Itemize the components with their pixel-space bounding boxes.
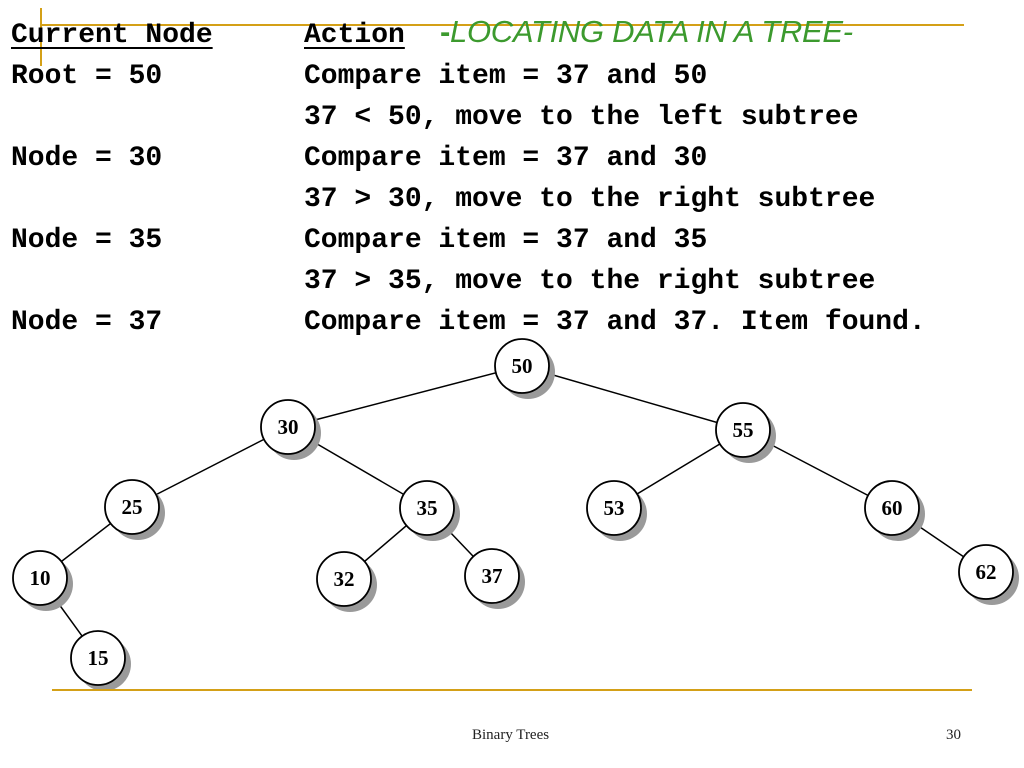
tree-node-label: 62 <box>976 560 997 584</box>
footer-title: Binary Trees <box>472 727 550 743</box>
row-7-node: Node = 37 <box>11 307 163 338</box>
tree-node-label: 37 <box>482 564 503 588</box>
header-current-node: Current Node <box>11 20 213 51</box>
row-1-action: Compare item = 37 and 50 <box>304 61 708 92</box>
tree-node-label: 15 <box>88 646 109 670</box>
tree-node-30: 30 <box>260 399 321 460</box>
row-4-action: 37 > 30, move to the right subtree <box>304 184 876 215</box>
tree-node-label: 25 <box>122 495 143 519</box>
row-2-action: 37 < 50, move to the left subtree <box>304 102 859 133</box>
tree-node-label: 55 <box>733 418 754 442</box>
tree-node-circle <box>864 480 920 536</box>
tree-node-15: 15 <box>70 630 131 691</box>
header-action: Action <box>304 20 405 51</box>
tree-node-53: 53 <box>586 480 647 541</box>
tree-node-circle <box>104 479 160 535</box>
tree-node-label: 32 <box>334 567 355 591</box>
tree-edge-50-55 <box>521 365 744 431</box>
left-accent-rule <box>40 8 42 66</box>
row-1-node: Root = 50 <box>11 61 163 92</box>
bottom-rule <box>52 689 972 691</box>
row-6-action: 37 > 35, move to the right subtree <box>304 266 876 297</box>
tree-node-circle <box>12 550 68 606</box>
tree-node-50: 50 <box>494 338 555 399</box>
tree-node-circle <box>260 399 316 455</box>
tree-node-35: 35 <box>399 480 460 541</box>
tree-node-55: 55 <box>715 402 776 463</box>
tree-edge-30-25 <box>131 426 289 508</box>
tree-node-circle <box>316 551 372 607</box>
tree-node-label: 35 <box>417 496 438 520</box>
tree-node-circle <box>464 548 520 604</box>
tree-node-60: 60 <box>864 480 925 541</box>
tree-node-label: 10 <box>30 566 51 590</box>
title-text: LOCATING DATA IN A TREE- <box>450 14 853 49</box>
tree-node-62: 62 <box>958 544 1019 605</box>
tree-node-circle <box>958 544 1014 600</box>
tree-node-label: 53 <box>604 496 625 520</box>
top-rule <box>40 24 964 26</box>
row-7-action: Compare item = 37 and 37. Item found. <box>304 307 926 338</box>
tree-node-circle <box>494 338 550 394</box>
tree-node-circle <box>715 402 771 458</box>
tree-node-label: 50 <box>512 354 533 378</box>
tree-node-circle <box>70 630 126 686</box>
tree-node-circle <box>586 480 642 536</box>
tree-node-label: 30 <box>278 415 299 439</box>
tree-node-37: 37 <box>464 548 525 609</box>
tree-node-10: 10 <box>12 550 73 611</box>
tree-node-circle <box>399 480 455 536</box>
row-5-action: Compare item = 37 and 35 <box>304 225 708 256</box>
tree-node-25: 25 <box>104 479 165 540</box>
tree-node-32: 32 <box>316 551 377 612</box>
row-3-action: Compare item = 37 and 30 <box>304 143 708 174</box>
slide-title: -LOCATING DATA IN A TREE- <box>440 14 853 50</box>
title-dash: - <box>440 14 451 49</box>
tree-node-label: 60 <box>882 496 903 520</box>
tree-edge-50-30 <box>287 365 523 428</box>
row-5-node: Node = 35 <box>11 225 163 256</box>
row-3-node: Node = 30 <box>11 143 163 174</box>
page-number: 30 <box>946 727 961 743</box>
